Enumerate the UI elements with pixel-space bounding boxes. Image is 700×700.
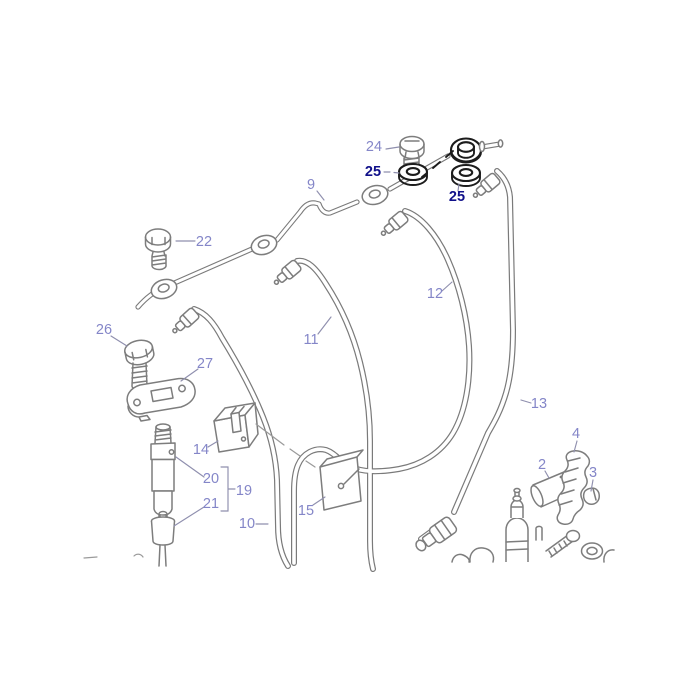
hex-bolt-22 bbox=[144, 228, 172, 271]
group-bracket-19 bbox=[220, 466, 236, 512]
callout-14: 14 bbox=[193, 442, 209, 458]
banjo-stub-collar bbox=[478, 140, 486, 153]
banjo-stub-end bbox=[497, 139, 504, 148]
callout-11: 11 bbox=[303, 332, 318, 348]
callout-2: 2 bbox=[538, 457, 546, 473]
callout-24: 24 bbox=[366, 139, 382, 155]
banjo-ring-right bbox=[361, 184, 389, 206]
callout-20: 20 bbox=[203, 471, 219, 487]
clamp-alignment-line bbox=[255, 423, 316, 468]
callout-27: 27 bbox=[197, 356, 213, 372]
callout-3: 3 bbox=[589, 465, 597, 481]
callout-10: 10 bbox=[239, 516, 255, 532]
clamp-bracket-27 bbox=[126, 377, 196, 422]
leader-lines bbox=[110, 146, 594, 527]
injection-pipe-11 bbox=[294, 257, 376, 572]
pipe-clamp-block-14 bbox=[213, 402, 259, 453]
pipe-union-fitting-2 bbox=[269, 258, 303, 290]
hex-bolt-26 bbox=[124, 339, 155, 391]
callout-12: 12 bbox=[427, 286, 443, 302]
pipe-13-union-nut bbox=[415, 516, 458, 552]
pipe-clamp-plate-15 bbox=[319, 449, 364, 511]
pipe-union-fitting-1 bbox=[168, 306, 201, 338]
callout-15: 15 bbox=[298, 503, 314, 519]
banjo-union-highlighted bbox=[449, 137, 483, 164]
callout-9: 9 bbox=[307, 177, 315, 193]
leak-off-rail-pipe bbox=[135, 141, 503, 310]
callout-25-left: 25 bbox=[365, 164, 381, 180]
callout-13: 13 bbox=[531, 396, 547, 412]
cup-part-3 bbox=[582, 487, 600, 505]
injector-body-20 bbox=[150, 423, 176, 520]
callout-4: 4 bbox=[572, 426, 580, 442]
assembly-dashed-line bbox=[421, 150, 454, 178]
spring-part-4 bbox=[556, 450, 591, 525]
callout-25-right: 25 bbox=[449, 189, 465, 205]
callout-19: 19 bbox=[236, 483, 252, 499]
banjo-ring-middle bbox=[250, 234, 278, 256]
banjo-ring-left bbox=[150, 278, 178, 300]
callout-21: 21 bbox=[203, 496, 219, 512]
callout-22: 22 bbox=[196, 234, 212, 250]
callout-26: 26 bbox=[96, 322, 112, 338]
pipe-union-fitting-3 bbox=[376, 209, 410, 241]
sealing-washer-25-right bbox=[450, 163, 482, 187]
sealing-washer-25-left bbox=[397, 162, 429, 186]
stray-marks bbox=[83, 553, 144, 559]
injector-nut-21 bbox=[150, 510, 176, 567]
injection-pipe-12 bbox=[291, 208, 473, 566]
injection-pump-partial bbox=[451, 487, 615, 563]
